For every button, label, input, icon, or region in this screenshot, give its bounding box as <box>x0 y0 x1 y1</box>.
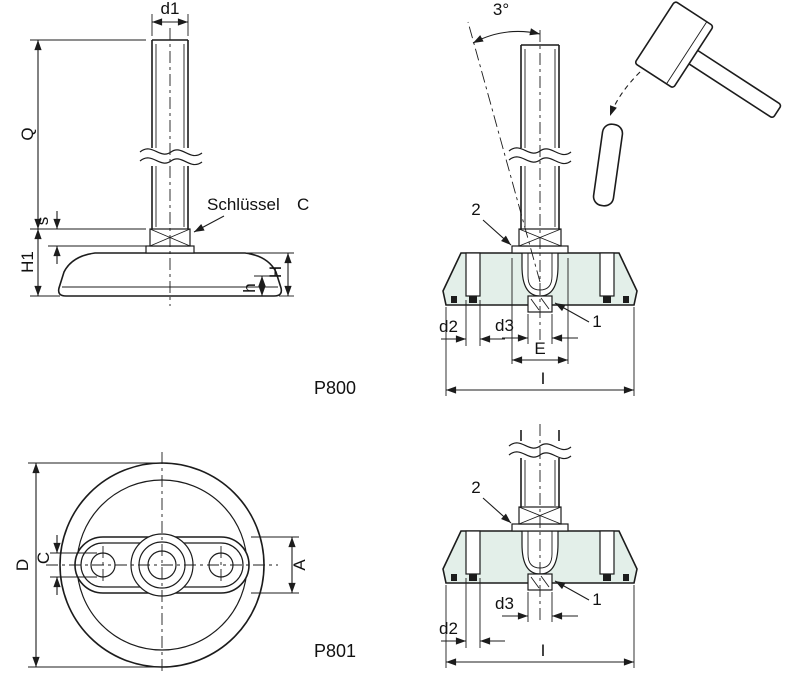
dim-label-s: s <box>33 217 52 226</box>
dim-label-d1: d1 <box>161 0 180 18</box>
dim-label-H: H <box>266 266 285 278</box>
dim-Q: Q <box>18 39 146 230</box>
nut-hatch <box>540 297 550 310</box>
dim-label-h: h <box>240 283 259 292</box>
dim-I: I <box>445 307 635 396</box>
pad-groove <box>623 574 629 581</box>
pad-groove <box>451 574 457 581</box>
hole-opening <box>469 574 477 581</box>
dim-A: A <box>251 536 309 594</box>
view-section: 2 1 d3 d2 I <box>439 424 638 668</box>
dim-d1: d1 <box>151 0 189 36</box>
mounting-hole-left <box>465 530 481 575</box>
view-tilt: 3° 2 1 d2 d3 E <box>439 0 782 396</box>
dim-label-A: A <box>290 559 309 571</box>
item-leader-1 <box>554 580 590 601</box>
item-leader-2 <box>482 219 512 246</box>
break-line <box>139 157 203 166</box>
dim-H1: H1 <box>18 229 60 297</box>
item-label-1: 1 <box>592 312 601 331</box>
dim-h: h <box>240 275 277 296</box>
wrench-callout: Schlüssel C <box>193 195 309 233</box>
hammer-head-line <box>666 21 708 85</box>
item-label-1: 1 <box>592 590 601 609</box>
dim-d2: d2 <box>439 300 505 346</box>
tilt-centerline <box>467 21 541 283</box>
dim-label-C: C <box>34 552 53 564</box>
hammer-handle <box>687 49 782 119</box>
angle-label: 3° <box>493 0 509 19</box>
drive-pin <box>592 123 624 207</box>
dim-label-d2: d2 <box>439 317 458 336</box>
dim-d3: d3 <box>495 592 578 622</box>
hex-flat-diagonal <box>518 506 562 525</box>
dim-d3: d3 <box>495 314 578 344</box>
item-label-2: 2 <box>471 200 480 219</box>
mounting-hole-right <box>599 252 615 297</box>
view-side: d1 Q s H1 h <box>18 0 356 398</box>
dim-I: I <box>445 585 635 668</box>
caption-p800: P800 <box>314 378 356 398</box>
item-leader-2 <box>482 497 512 524</box>
dim-label-d2: d2 <box>439 619 458 638</box>
caption-p801: P801 <box>314 641 356 661</box>
hammer-head <box>634 1 714 88</box>
impact-arrow <box>609 71 641 117</box>
dim-C: C <box>34 535 97 595</box>
angle-arc <box>472 28 541 44</box>
wrench-leader <box>193 215 225 233</box>
dim-label-d3: d3 <box>495 316 514 335</box>
break-line <box>139 148 203 157</box>
dim-label-Q: Q <box>18 127 37 140</box>
dim-d2: d2 <box>439 578 505 648</box>
wrench-dim-label: C <box>297 195 309 214</box>
break-line <box>508 156 572 165</box>
item-label-2: 2 <box>471 478 480 497</box>
pad-groove <box>451 296 457 303</box>
stud <box>151 39 189 229</box>
nut-hatch <box>530 576 540 589</box>
dim-label-H1: H1 <box>18 251 37 273</box>
hole-opening <box>469 296 477 303</box>
dim-label-d3: d3 <box>495 594 514 613</box>
wrench-label: Schlüssel <box>207 195 280 214</box>
dim-label-E: E <box>534 339 545 358</box>
dim-s: s <box>33 211 146 264</box>
nut-hatch <box>540 575 550 588</box>
nut-hatch <box>530 298 540 311</box>
stud <box>520 430 560 507</box>
dim-label-D: D <box>13 559 32 571</box>
dim-label-I: I <box>541 641 546 660</box>
dim-H: H <box>247 252 294 297</box>
break-line <box>508 442 572 451</box>
stud <box>520 44 560 229</box>
hole-opening <box>603 574 611 581</box>
mounting-hole-right <box>599 530 615 575</box>
dim-D: D <box>13 462 158 668</box>
item-leader-1 <box>554 302 590 323</box>
hammer <box>634 1 782 119</box>
dim-label-I: I <box>541 369 546 388</box>
view-top: D C A P801 <box>13 452 356 675</box>
dim-E: E <box>511 258 569 364</box>
hole-opening <box>603 296 611 303</box>
pad-groove <box>623 296 629 303</box>
mounting-hole-left <box>465 252 481 297</box>
